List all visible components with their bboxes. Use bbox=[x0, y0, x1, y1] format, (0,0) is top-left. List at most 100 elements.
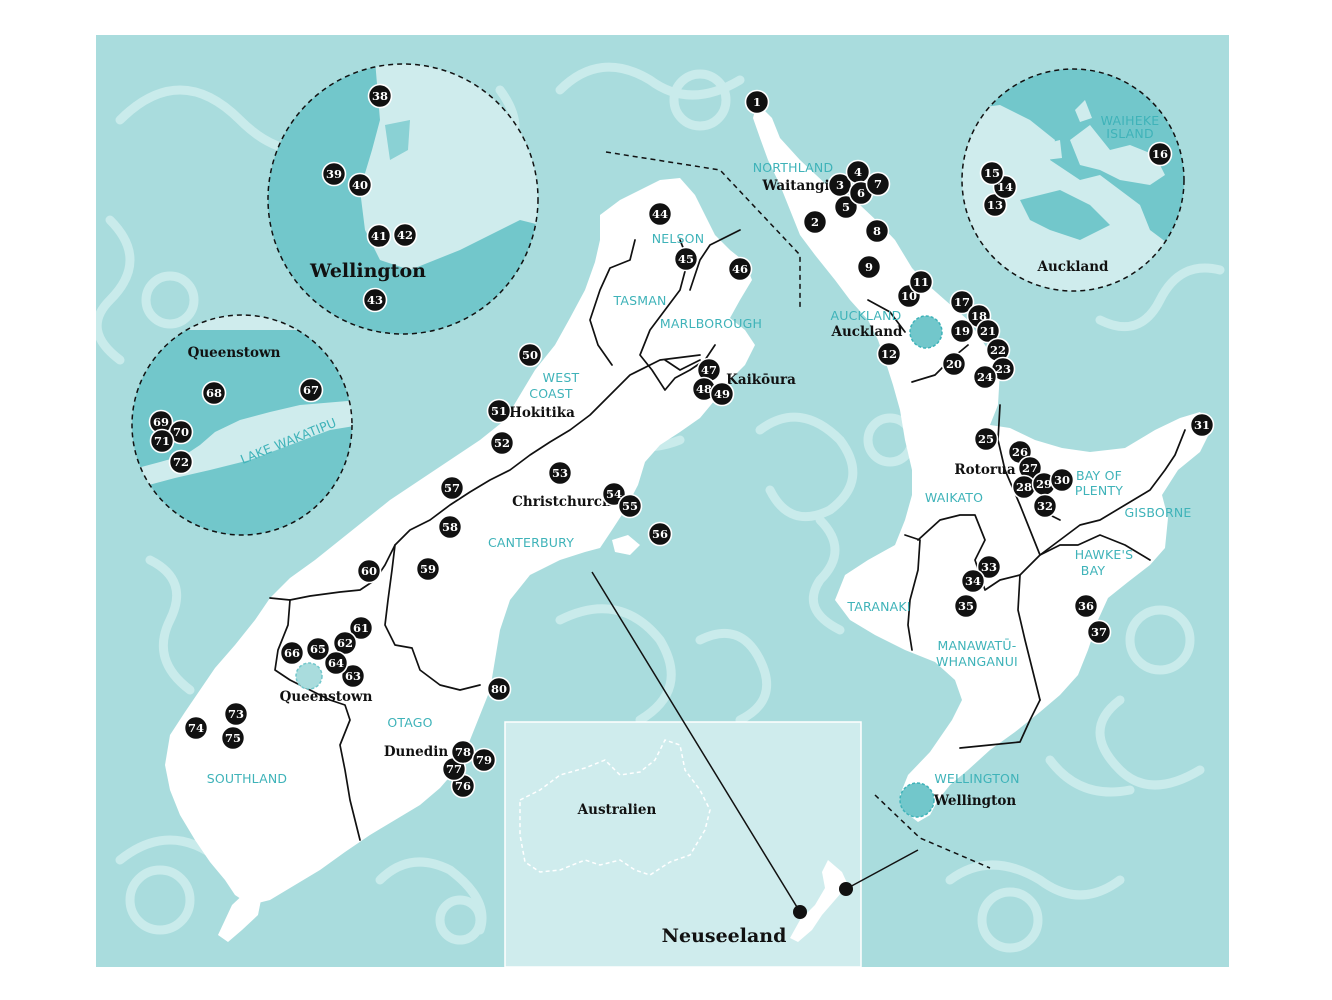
poi-marker-21[interactable]: 21 bbox=[975, 318, 1001, 344]
poi-marker-44[interactable]: 44 bbox=[647, 201, 673, 227]
poi-marker-20[interactable]: 20 bbox=[941, 351, 967, 377]
poi-marker-66[interactable]: 66 bbox=[279, 640, 305, 666]
poi-marker-19[interactable]: 19 bbox=[949, 318, 975, 344]
poi-marker-label: 19 bbox=[954, 324, 970, 338]
poi-marker-label: 58 bbox=[442, 520, 458, 534]
poi-marker-55[interactable]: 55 bbox=[617, 493, 643, 519]
poi-marker-circle bbox=[709, 381, 735, 407]
poi-marker-52[interactable]: 52 bbox=[489, 430, 515, 456]
poi-marker-73[interactable]: 73 bbox=[223, 701, 249, 727]
stewart-island bbox=[218, 890, 262, 942]
poi-marker-label: 26 bbox=[1012, 445, 1028, 459]
poi-marker-31[interactable]: 31 bbox=[1189, 412, 1215, 438]
poi-marker-64[interactable]: 64 bbox=[323, 650, 349, 676]
poi-marker-67[interactable]: 67 bbox=[298, 377, 324, 403]
poi-marker-30[interactable]: 30 bbox=[1049, 467, 1075, 493]
poi-marker-78[interactable]: 78 bbox=[450, 739, 476, 765]
poi-marker-label: 54 bbox=[606, 487, 622, 501]
poi-marker-56[interactable]: 56 bbox=[647, 521, 673, 547]
poi-marker-5[interactable]: 5 bbox=[833, 194, 859, 220]
poi-marker-11[interactable]: 11 bbox=[908, 269, 934, 295]
poi-marker-63[interactable]: 63 bbox=[340, 663, 366, 689]
poi-marker-circle bbox=[392, 222, 418, 248]
poi-marker-79[interactable]: 79 bbox=[471, 747, 497, 773]
poi-marker-label: 12 bbox=[881, 347, 897, 361]
poi-marker-53[interactable]: 53 bbox=[547, 460, 573, 486]
poi-marker-circle bbox=[1189, 412, 1215, 438]
poi-marker-33[interactable]: 33 bbox=[976, 554, 1002, 580]
poi-marker-58[interactable]: 58 bbox=[437, 514, 463, 540]
poi-marker-71[interactable]: 71 bbox=[149, 428, 175, 454]
poi-marker-label: 66 bbox=[284, 646, 300, 660]
poi-marker-60[interactable]: 60 bbox=[356, 558, 382, 584]
poi-marker-label: 11 bbox=[913, 275, 929, 289]
poi-marker-49[interactable]: 49 bbox=[709, 381, 735, 407]
poi-marker-label: 41 bbox=[371, 229, 387, 243]
poi-marker-circle bbox=[486, 398, 512, 424]
poi-marker-59[interactable]: 59 bbox=[415, 556, 441, 582]
poi-marker-24[interactable]: 24 bbox=[972, 364, 998, 390]
poi-marker-label: 15 bbox=[984, 166, 1000, 180]
poi-marker-label: 68 bbox=[206, 386, 222, 400]
poi-marker-68[interactable]: 68 bbox=[201, 380, 227, 406]
poi-marker-80[interactable]: 80 bbox=[486, 676, 512, 702]
poi-marker-label: 57 bbox=[444, 481, 460, 495]
poi-marker-35[interactable]: 35 bbox=[953, 593, 979, 619]
poi-marker-16[interactable]: 16 bbox=[1147, 141, 1173, 167]
poi-marker-65[interactable]: 65 bbox=[305, 636, 331, 662]
poi-marker-1[interactable]: 1 bbox=[744, 89, 770, 115]
poi-marker-47[interactable]: 47 bbox=[696, 357, 722, 383]
poi-marker-label: 47 bbox=[701, 363, 717, 377]
poi-marker-12[interactable]: 12 bbox=[876, 341, 902, 367]
poi-marker-39[interactable]: 39 bbox=[321, 161, 347, 187]
city-rotorua: Rotorua bbox=[954, 462, 1015, 478]
poi-marker-28[interactable]: 28 bbox=[1011, 474, 1037, 500]
poi-marker-75[interactable]: 75 bbox=[220, 725, 246, 751]
poi-marker-76[interactable]: 76 bbox=[450, 773, 476, 799]
poi-marker-46[interactable]: 46 bbox=[727, 256, 753, 282]
poi-marker-15[interactable]: 15 bbox=[979, 160, 1005, 186]
poi-marker-4[interactable]: 4 bbox=[845, 159, 871, 185]
poi-marker-27[interactable]: 27 bbox=[1017, 455, 1043, 481]
poi-marker-42[interactable]: 42 bbox=[392, 222, 418, 248]
poi-marker-45[interactable]: 45 bbox=[673, 246, 699, 272]
poi-marker-61[interactable]: 61 bbox=[348, 615, 374, 641]
poi-marker-9[interactable]: 9 bbox=[856, 254, 882, 280]
poi-marker-40[interactable]: 40 bbox=[347, 172, 373, 198]
poi-marker-74[interactable]: 74 bbox=[183, 715, 209, 741]
poi-marker-62[interactable]: 62 bbox=[332, 630, 358, 656]
poi-marker-41[interactable]: 41 bbox=[366, 223, 392, 249]
poi-marker-51[interactable]: 51 bbox=[486, 398, 512, 424]
poi-marker-label: 37 bbox=[1091, 625, 1107, 639]
poi-marker-7[interactable]: 7 bbox=[865, 171, 891, 197]
poi-marker-circle bbox=[865, 171, 891, 197]
poi-marker-38[interactable]: 38 bbox=[367, 83, 393, 109]
poi-marker-circle bbox=[321, 161, 347, 187]
label-northland: NORTHLAND bbox=[753, 160, 834, 175]
poi-marker-50[interactable]: 50 bbox=[517, 342, 543, 368]
poi-marker-2[interactable]: 2 bbox=[802, 209, 828, 235]
poi-marker-32[interactable]: 32 bbox=[1032, 493, 1058, 519]
poi-marker-57[interactable]: 57 bbox=[439, 475, 465, 501]
poi-marker-circle bbox=[979, 160, 1005, 186]
poi-marker-circle bbox=[744, 89, 770, 115]
poi-marker-29[interactable]: 29 bbox=[1031, 471, 1057, 497]
poi-marker-37[interactable]: 37 bbox=[1086, 619, 1112, 645]
poi-marker-43[interactable]: 43 bbox=[362, 287, 388, 313]
poi-marker-25[interactable]: 25 bbox=[973, 426, 999, 452]
poi-marker-circle bbox=[972, 364, 998, 390]
banks-peninsula bbox=[612, 535, 640, 555]
poi-marker-circle bbox=[949, 289, 975, 315]
poi-marker-label: 3 bbox=[836, 178, 844, 192]
poi-marker-circle bbox=[802, 209, 828, 235]
poi-marker-69[interactable]: 69 bbox=[148, 409, 174, 435]
poi-marker-8[interactable]: 8 bbox=[864, 218, 890, 244]
poi-marker-70[interactable]: 70 bbox=[168, 419, 194, 445]
poi-marker-36[interactable]: 36 bbox=[1073, 593, 1099, 619]
poi-marker-17[interactable]: 17 bbox=[949, 289, 975, 315]
poi-marker-22[interactable]: 22 bbox=[985, 337, 1011, 363]
poi-marker-34[interactable]: 34 bbox=[960, 568, 986, 594]
poi-marker-72[interactable]: 72 bbox=[168, 449, 194, 475]
poi-marker-label: 56 bbox=[652, 527, 668, 541]
